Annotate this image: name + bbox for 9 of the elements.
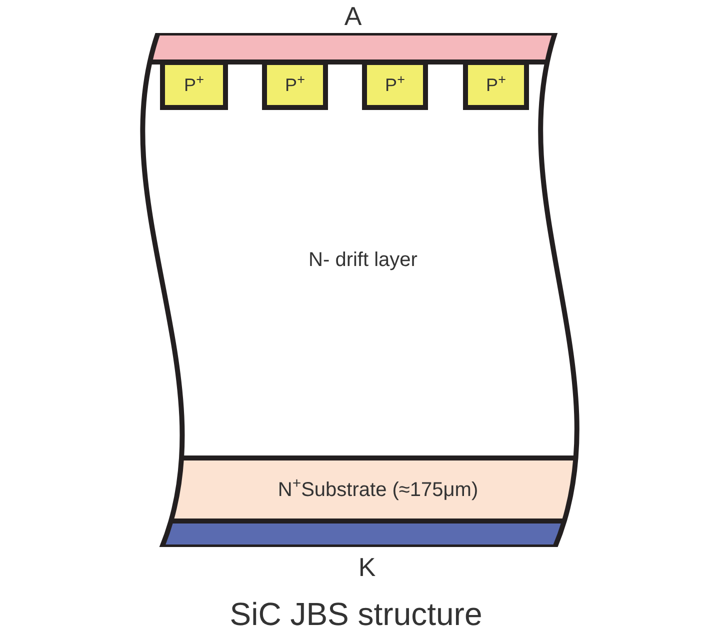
region-label: P$^{+}$	[184, 72, 204, 96]
region-label: P$^{+}$	[285, 72, 305, 96]
caption: SiC JBS structure	[230, 596, 482, 631]
layer-label: N- drift layer	[308, 248, 418, 273]
terminal-label: K	[358, 552, 376, 582]
layer-label: N$^{+}$Substrate (≈175μm)	[278, 474, 478, 502]
terminal-label: A	[344, 1, 362, 31]
region-label: P$^{+}$	[385, 72, 405, 96]
region-label: P$^{+}$	[486, 72, 506, 96]
